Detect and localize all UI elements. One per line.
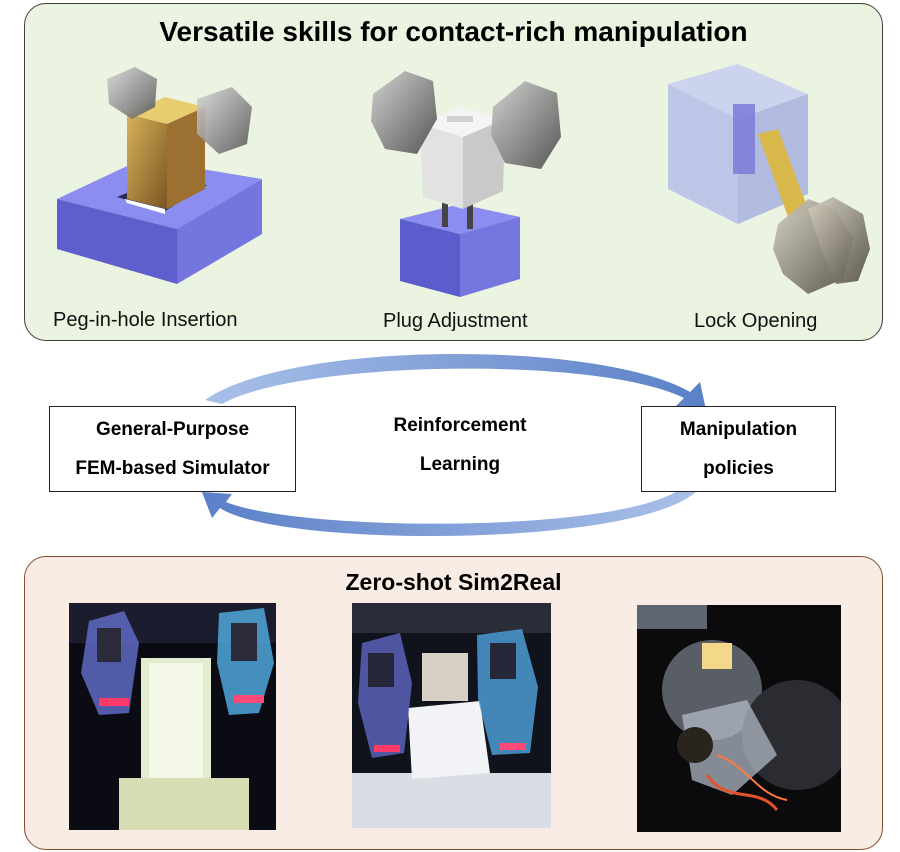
sim2real-panel-title: Zero-shot Sim2Real: [345, 569, 562, 595]
real-plug-photo: [352, 603, 551, 828]
sim2real-panel: Zero-shot Sim2Real: [24, 556, 883, 850]
peg-in-hole-render: [47, 59, 272, 304]
simulator-box-line2: FEM-based Simulator: [75, 458, 270, 479]
arrow-bottom-icon: [202, 488, 698, 537]
plug-adjustment-render: [365, 59, 565, 304]
skills-panel-title: Versatile skills for contact-rich manipu…: [159, 16, 748, 47]
rl-label-line1: Reinforcement: [393, 415, 527, 436]
skills-panel: Versatile skills for contact-rich manipu…: [24, 3, 883, 341]
policies-box-line2: policies: [703, 458, 774, 479]
peg-in-hole-caption: Peg-in-hole Insertion: [53, 309, 238, 331]
training-cycle-arrows: [202, 353, 706, 537]
plug-adjustment-caption: Plug Adjustment: [383, 310, 528, 332]
real-lock-photo: [637, 605, 841, 832]
lock-opening-render: [658, 59, 873, 304]
policies-box: Manipulation policies: [641, 406, 836, 492]
simulator-box: General-Purpose FEM-based Simulator: [49, 406, 296, 492]
arrow-top-icon: [205, 353, 706, 410]
simulator-box-line1: General-Purpose: [95, 419, 250, 440]
rl-label: Reinforcement Learning: [360, 406, 560, 484]
rl-label-line2: Learning: [419, 454, 501, 475]
lock-opening-caption: Lock Opening: [694, 310, 818, 332]
real-peg-photo: [69, 603, 276, 830]
policies-box-line1: Manipulation: [679, 419, 798, 440]
